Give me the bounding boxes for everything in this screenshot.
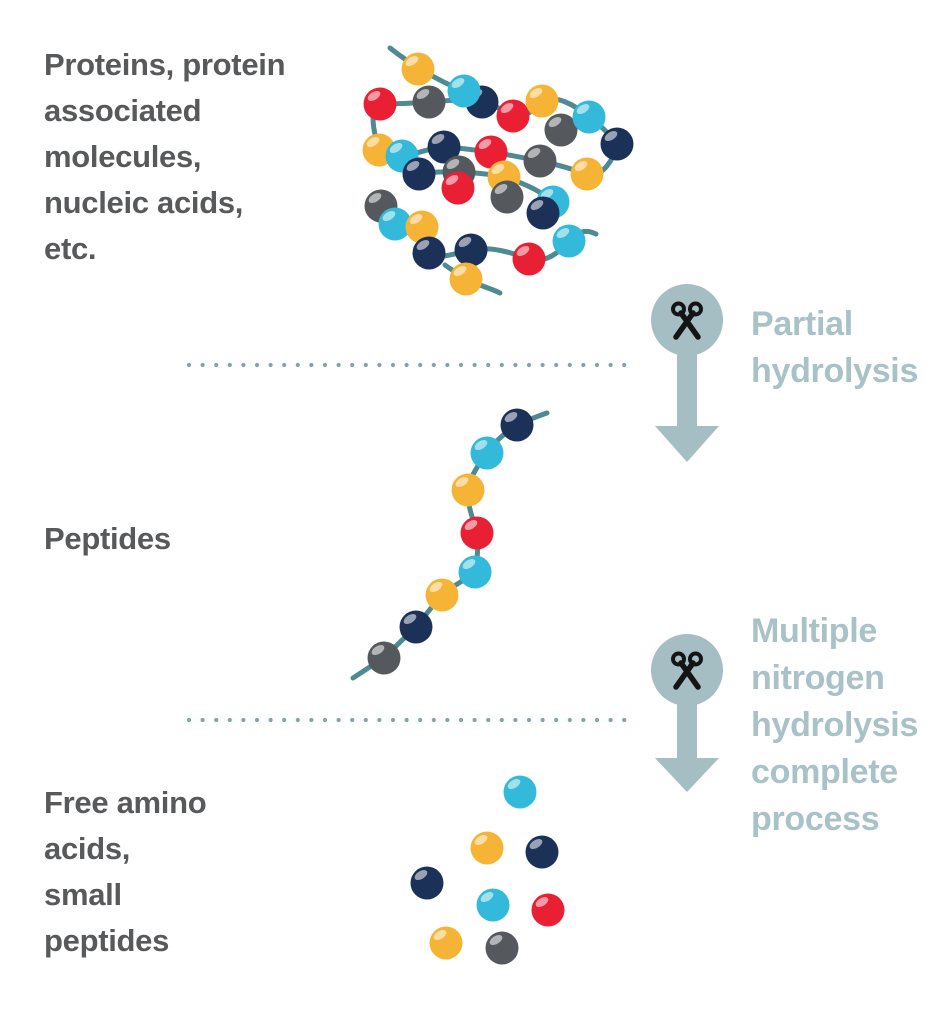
stage-label-proteins: Proteins, protein associated molecules, … — [44, 47, 286, 266]
free-amino-acids-illustration — [410, 775, 565, 965]
scissors-icon — [671, 301, 703, 340]
arrow-head — [655, 758, 719, 792]
dotted-separator — [186, 717, 638, 723]
process-arrow-partial-hydrolysis — [651, 284, 723, 462]
scissors-icon — [671, 651, 703, 690]
process-arrow-complete-hydrolysis — [651, 634, 723, 792]
dotted-separator — [186, 362, 638, 368]
process-label-complete-hydrolysis: Multiple nitrogen hydrolysis complete pr… — [751, 612, 919, 838]
arrow-shaft — [677, 320, 697, 426]
protein-tangle-illustration — [362, 45, 634, 296]
stage-label-free-amino-acids: Free amino acids, small peptides — [44, 785, 207, 958]
arrow-shaft — [677, 670, 697, 758]
stage-label-peptides: Peptides — [44, 521, 171, 556]
arrow-head — [655, 426, 719, 462]
process-label-partial-hydrolysis: Partial hydrolysis — [751, 305, 919, 390]
peptide-chain-illustration — [350, 408, 550, 681]
